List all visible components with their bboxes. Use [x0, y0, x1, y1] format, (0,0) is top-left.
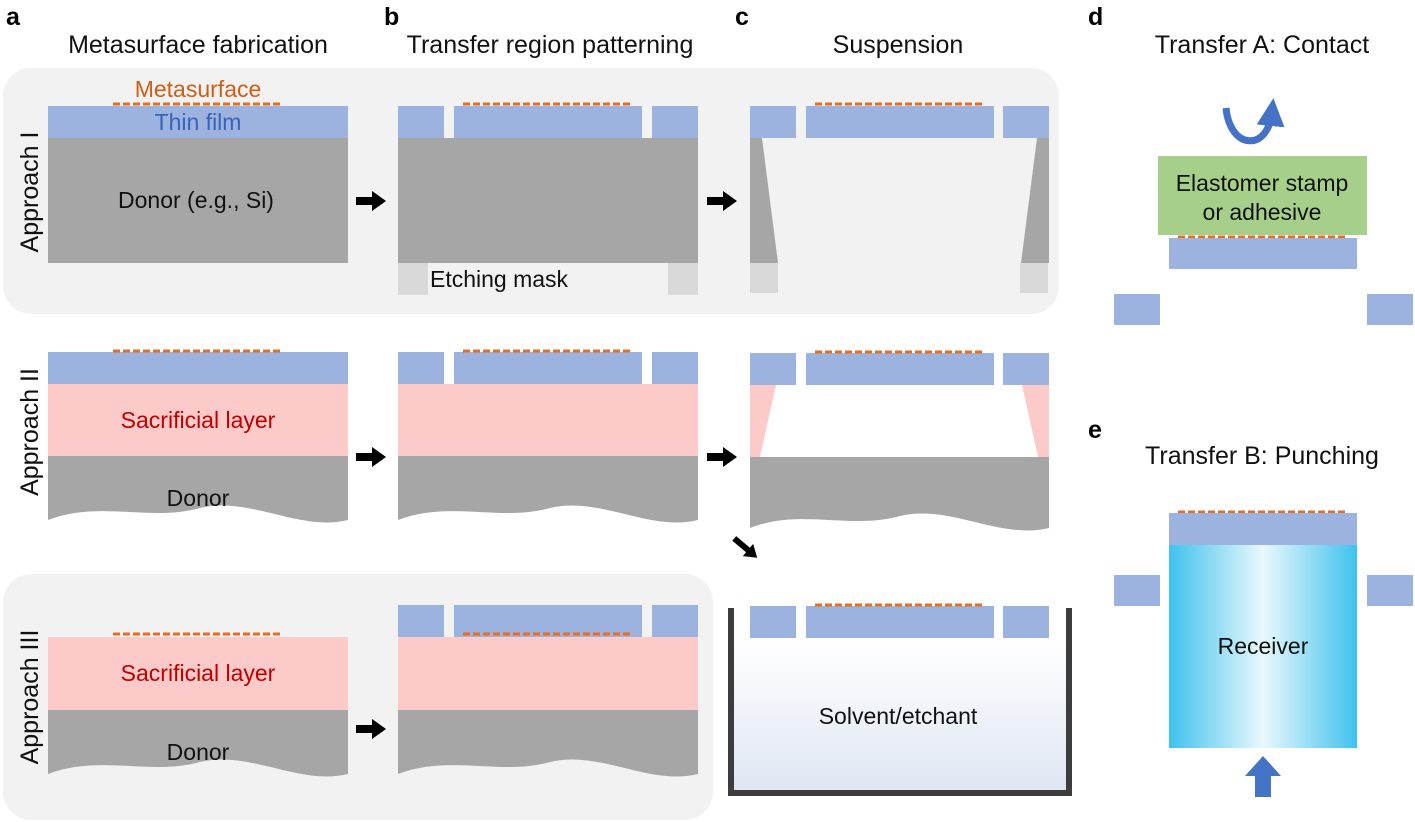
- panel-title-c: Suspension: [833, 31, 964, 59]
- sacrificial-layer-label: Sacrificial layer: [121, 407, 276, 433]
- thin-film-right: [1367, 575, 1413, 606]
- thin-film-center: [454, 106, 642, 138]
- thin-film-label: Thin film: [155, 109, 242, 135]
- receiver-label: Receiver: [1218, 633, 1309, 659]
- sacrificial-layer-label: Sacrificial layer: [121, 660, 276, 686]
- metasurface-label: Metasurface: [135, 76, 262, 102]
- sacrificial-layer: [398, 384, 698, 456]
- approach-1-label: Approach I: [16, 132, 44, 253]
- thin-film-transferred: [1169, 513, 1357, 545]
- donor-block: [48, 710, 348, 777]
- thin-film-right: [1003, 353, 1049, 385]
- arrow-2a-2b: [356, 447, 386, 467]
- thin-film-right: [1367, 294, 1413, 325]
- push-arrow-icon: [1245, 756, 1281, 797]
- solvent-label: Solvent/etchant: [819, 703, 978, 729]
- etching-mask-left: [398, 263, 428, 295]
- thin-film-left: [750, 353, 796, 385]
- thin-film-left: [750, 106, 796, 138]
- panel-letter-a: a: [6, 3, 21, 31]
- arrow-to-bath: [732, 536, 758, 558]
- thin-film-layer: [48, 106, 348, 138]
- panel-letter-c: c: [735, 3, 749, 31]
- panel-title-d: Transfer A: Contact: [1155, 31, 1369, 59]
- donor-remnant-left: [750, 138, 778, 263]
- sacrificial-layer: [48, 384, 348, 456]
- solvent-bath-liquid: [732, 638, 1068, 792]
- thin-film-left: [398, 352, 444, 384]
- arrow-3a-3b: [356, 719, 386, 739]
- thin-film-right: [652, 352, 698, 384]
- stamp-label-line2: or adhesive: [1203, 199, 1322, 225]
- etching-mask-left: [750, 263, 778, 293]
- thin-film-left: [1114, 294, 1160, 325]
- thin-film-center: [454, 605, 642, 637]
- stamp-label-line1: Elastomer stamp: [1176, 170, 1349, 196]
- thin-film-layer: [48, 352, 348, 384]
- thin-film-right: [652, 106, 698, 138]
- donor-block: [48, 456, 348, 523]
- panel-title-e: Transfer B: Punching: [1145, 442, 1379, 470]
- arrow-2b-2c: [707, 447, 737, 467]
- thin-film-left: [1114, 575, 1160, 606]
- sacrificial-layer: [398, 637, 698, 710]
- donor-si-label: Donor (e.g., Si): [118, 187, 274, 213]
- panel-letter-d: d: [1088, 3, 1103, 31]
- solvent-bath-container: [728, 608, 1072, 796]
- arrow-1a-1b: [356, 191, 386, 211]
- etching-mask-right: [668, 263, 698, 295]
- etching-mask-right: [1020, 263, 1048, 293]
- thin-film-center: [806, 606, 994, 638]
- donor-block: [398, 710, 698, 777]
- donor-remnant-right: [1021, 138, 1049, 263]
- sacrificial-layer: [48, 637, 348, 710]
- panel-letter-b: b: [384, 3, 399, 31]
- thin-film-transferred: [1169, 238, 1357, 269]
- panel-title-a: Metasurface fabrication: [68, 31, 328, 59]
- approach-2-label: Approach II: [16, 368, 44, 496]
- etching-mask-label: Etching mask: [430, 266, 569, 292]
- donor-label: Donor: [167, 485, 230, 511]
- thin-film-center: [806, 353, 994, 385]
- elastomer-stamp: [1158, 156, 1367, 235]
- donor-block: [398, 138, 698, 263]
- peel-arrow-icon: [1222, 98, 1285, 145]
- thin-film-right: [1003, 106, 1049, 138]
- donor-block: [750, 457, 1049, 531]
- thin-film-left: [398, 605, 444, 637]
- thin-film-right: [1003, 606, 1049, 638]
- arrow-1b-1c: [707, 191, 737, 211]
- panel-letter-e: e: [1088, 416, 1102, 444]
- thin-film-center: [454, 352, 642, 384]
- donor-si-block: [48, 138, 348, 263]
- panel-title-b: Transfer region patterning: [407, 31, 694, 59]
- sacrificial-remnant-left: [750, 385, 776, 457]
- thin-film-center: [806, 106, 994, 138]
- thin-film-right: [652, 605, 698, 637]
- approach-3-label: Approach III: [16, 630, 44, 765]
- donor-label: Donor: [167, 739, 230, 765]
- thin-film-left: [398, 106, 444, 138]
- donor-block: [398, 456, 698, 523]
- receiver-block: [1169, 545, 1357, 748]
- sacrificial-remnant-right: [1022, 385, 1049, 457]
- thin-film-left: [750, 606, 796, 638]
